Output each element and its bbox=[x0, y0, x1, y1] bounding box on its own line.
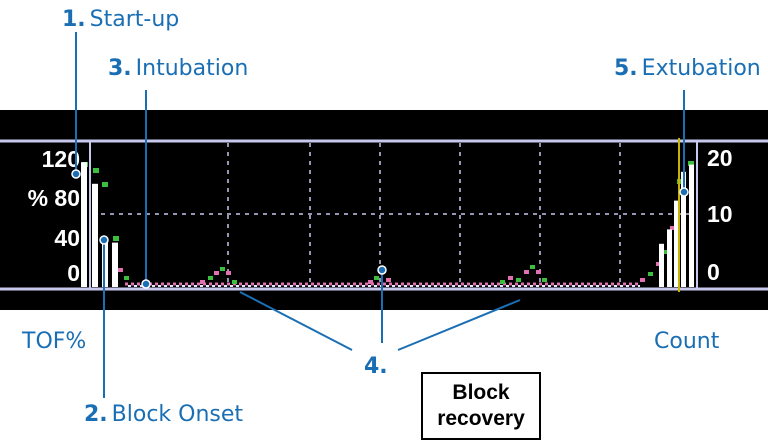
left-tick-0: 0 bbox=[67, 260, 80, 286]
callout-startup-number: 1. bbox=[62, 7, 86, 32]
callout-dots bbox=[71, 169, 689, 289]
left-tick-80: % 80 bbox=[28, 185, 80, 211]
block-recovery-box: Block recovery bbox=[421, 372, 541, 440]
tof-bar bbox=[112, 242, 118, 287]
callout-extubation-text: Extubation bbox=[642, 56, 761, 81]
count-bar bbox=[689, 164, 694, 287]
count-bars bbox=[659, 164, 694, 287]
callout-leaders bbox=[75, 32, 685, 398]
axis-caption-tof: TOF% bbox=[21, 329, 86, 354]
block-recovery-line1: Block bbox=[452, 381, 510, 404]
callout-intubation-number: 3. bbox=[108, 56, 132, 81]
callout-extubation-number: 5. bbox=[614, 56, 638, 81]
tof-bar bbox=[81, 162, 87, 287]
callout-maintenance-number: 4. bbox=[364, 354, 388, 379]
count-bar bbox=[674, 200, 679, 287]
tof-bar bbox=[92, 183, 98, 287]
callout-maintenance: 4. bbox=[364, 354, 388, 379]
callout-extubation: 5.Extubation bbox=[614, 56, 761, 81]
left-tick-40: 40 bbox=[54, 225, 80, 251]
block-recovery-line2: recovery bbox=[437, 407, 525, 430]
callout-block-onset: 2.Block Onset bbox=[84, 402, 243, 427]
grid bbox=[92, 143, 695, 287]
right-tick-20: 20 bbox=[707, 145, 733, 171]
count-bar bbox=[667, 229, 672, 287]
callout-startup-text: Start-up bbox=[90, 7, 180, 32]
callout-intubation: 3.Intubation bbox=[108, 56, 248, 81]
left-tick-120: 120 bbox=[42, 146, 80, 172]
count-bar bbox=[681, 171, 686, 287]
callout-intubation-text: Intubation bbox=[136, 56, 249, 81]
right-tick-10: 10 bbox=[707, 201, 733, 227]
callout-onset-text: Block Onset bbox=[112, 402, 244, 427]
count-bar bbox=[659, 243, 664, 287]
axis-caption-count: Count bbox=[654, 329, 720, 354]
callout-startup: 1.Start-up bbox=[62, 7, 179, 32]
callout-onset-number: 2. bbox=[84, 402, 108, 427]
right-tick-0: 0 bbox=[707, 259, 720, 285]
